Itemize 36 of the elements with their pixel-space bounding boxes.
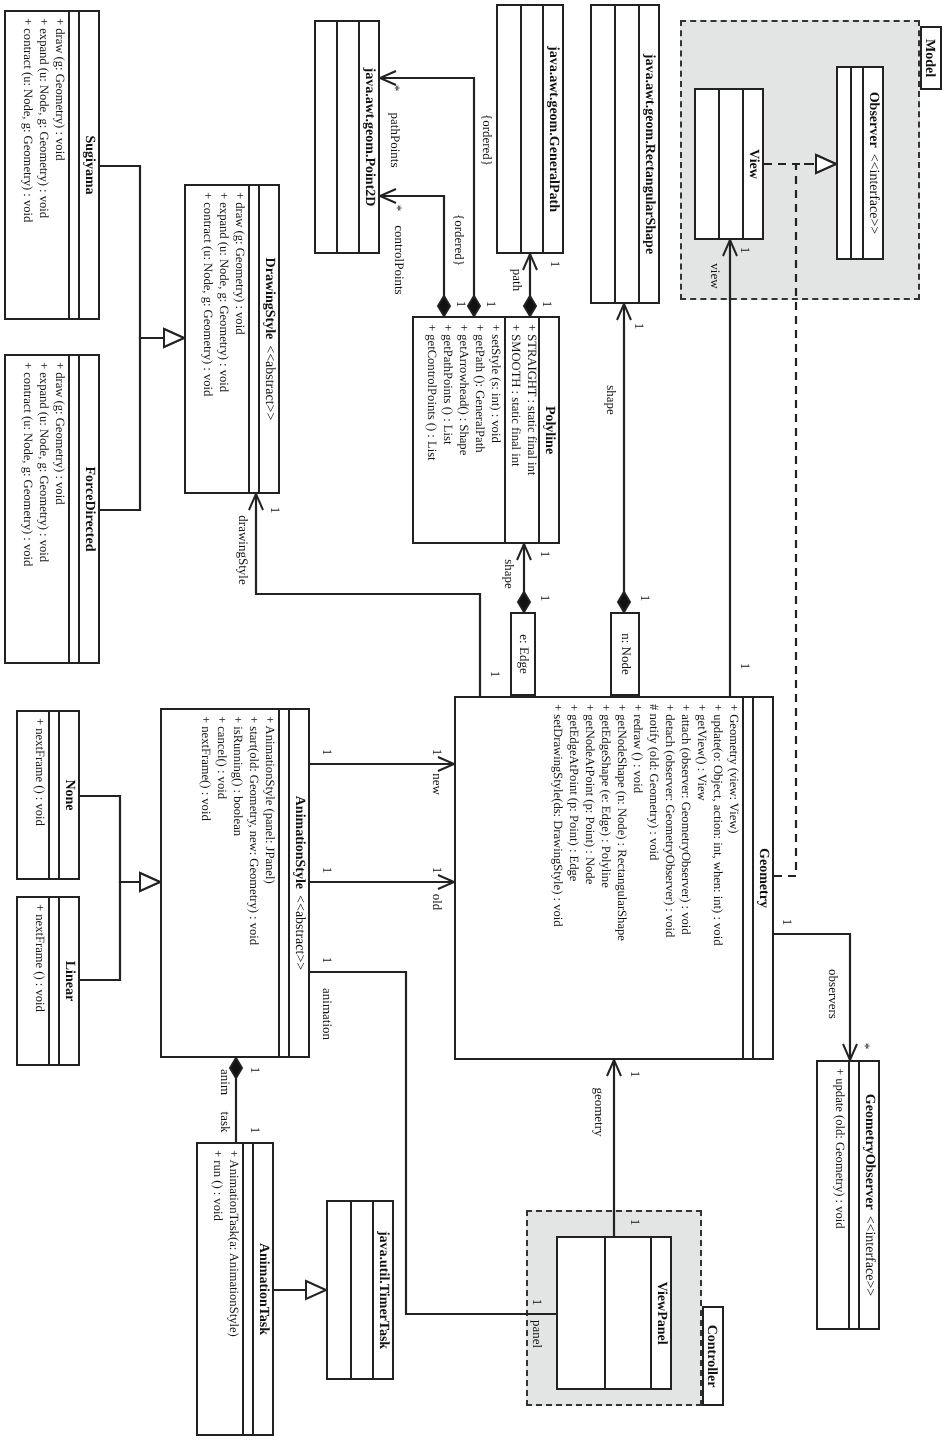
class-box xyxy=(4,354,100,664)
class-box xyxy=(4,10,100,320)
class-box xyxy=(160,708,310,1058)
arrow xyxy=(774,932,858,1061)
class-box xyxy=(184,184,280,494)
class-box xyxy=(556,1236,672,1390)
class-box xyxy=(412,316,560,544)
arrow xyxy=(722,239,738,696)
arrow xyxy=(100,328,185,512)
arrow xyxy=(616,303,632,613)
connector-line xyxy=(310,970,556,1316)
arrow xyxy=(310,756,455,772)
arrow xyxy=(379,188,451,317)
qualifier-box xyxy=(610,612,640,696)
arrow xyxy=(522,253,538,317)
arrow xyxy=(606,1059,622,1236)
class-box xyxy=(454,696,774,1060)
arrow xyxy=(248,493,482,696)
arrow xyxy=(310,874,455,890)
class-box xyxy=(496,4,564,254)
class-box xyxy=(326,1200,394,1380)
class-box xyxy=(16,710,80,880)
arrow xyxy=(274,1280,327,1300)
arrow xyxy=(80,872,161,982)
qualifier-box xyxy=(510,612,536,696)
class-box xyxy=(16,896,80,1066)
class-box xyxy=(836,66,884,260)
class-box xyxy=(314,20,380,254)
arrow xyxy=(379,70,481,317)
class-box xyxy=(196,1142,274,1436)
class-box xyxy=(694,88,764,240)
class-box xyxy=(590,4,660,304)
arrow xyxy=(774,154,837,878)
class-box xyxy=(816,1060,880,1330)
arrow xyxy=(516,543,532,613)
composition-line xyxy=(229,1057,243,1142)
